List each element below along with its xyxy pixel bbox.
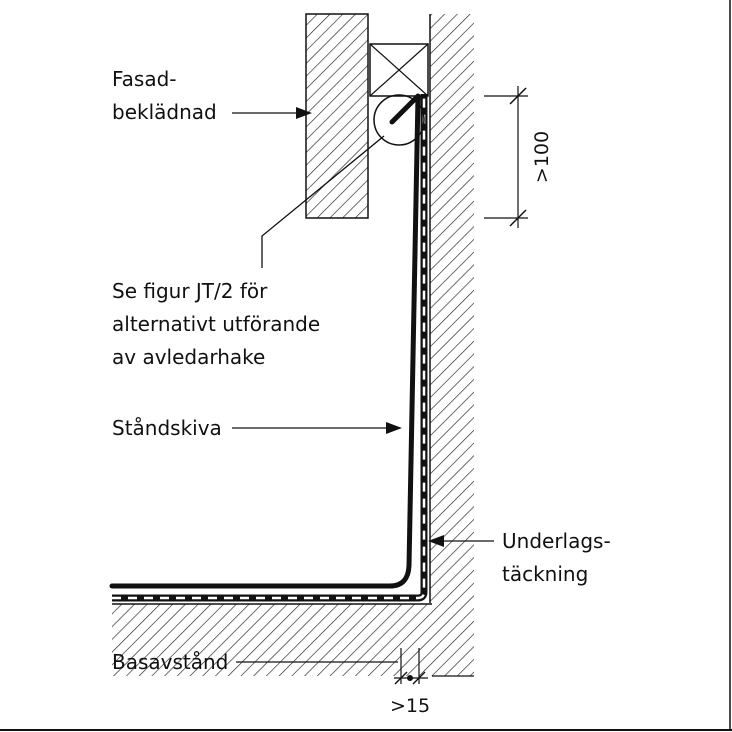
label-se-figur-line1: Se figur JT/2 för [112,279,268,303]
facade-cladding [305,13,369,219]
label-underlag-line2: täckning [502,562,588,586]
dim-100-tick-bottom [509,209,527,227]
nailer-cross-2 [369,43,429,97]
label-basavstand: Basavstånd [112,650,228,674]
label-se-figur-line3: av avledarhake [112,345,265,369]
dim-15-tick-left [394,671,408,685]
label-se-figur-line2: alternativt utförande [112,312,320,336]
dim-15-value: >15 [390,695,430,717]
label-fasad-line2: beklädnad [112,100,217,124]
underlayment-membrane-dashes [112,94,426,600]
detail-leader-line [261,135,385,268]
label-standskiva: Ståndskiva [112,416,222,440]
dim-100-tick-top [509,87,527,105]
dim-15-tick-right [412,671,426,685]
label-fasad-line1: Fasad- [112,67,177,91]
dim-100-value: >100 [531,131,553,183]
underlag-leader-arrow [428,535,444,547]
facade-leader-arrow [296,107,312,119]
detail-reference-circle [373,94,425,146]
roof-slab [112,604,432,676]
label-underlag-line1: Underlags- [502,529,611,553]
standskiva-leader-arrow [386,422,402,434]
wall-section [430,14,474,676]
basavstand-dot [407,675,413,681]
upstand-sheet [109,93,421,589]
